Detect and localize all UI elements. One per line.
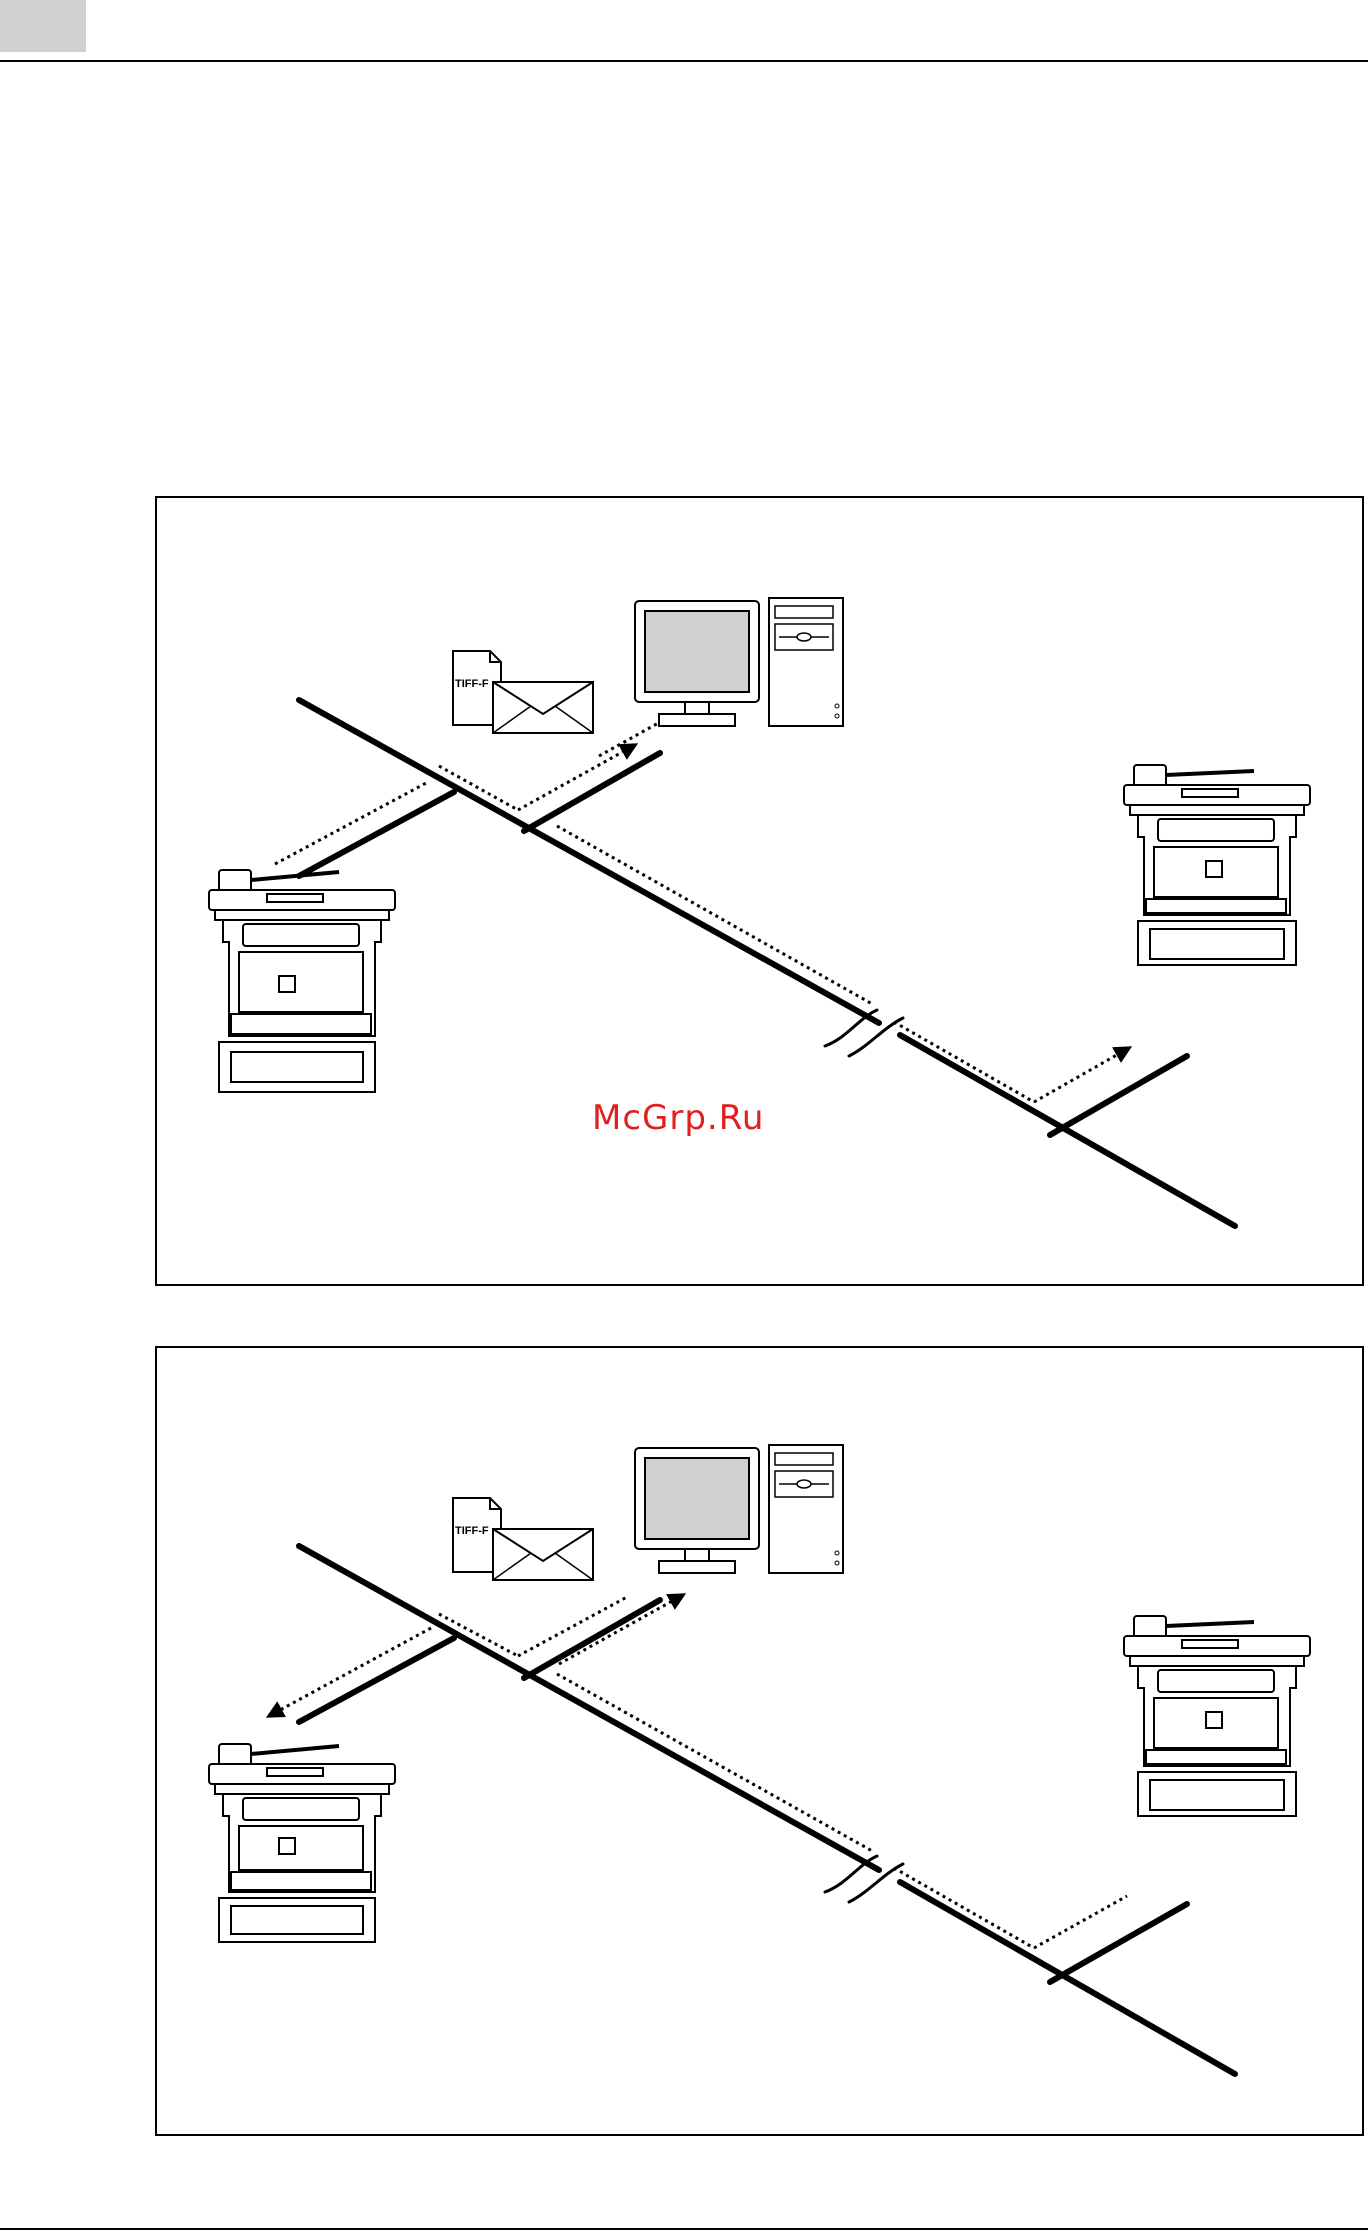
computer-icon	[635, 598, 843, 726]
header-rule	[0, 60, 1368, 62]
diagram-panel-receive: TIFF-F	[155, 1346, 1364, 2136]
envelope-icon	[493, 682, 593, 733]
mfp-printer-right	[1124, 765, 1310, 965]
network-backbone	[299, 700, 1235, 1226]
mfp-printer-right	[1124, 1616, 1310, 1816]
network-backbone	[299, 1546, 1235, 2074]
mfp-printer-left	[209, 870, 395, 1092]
envelope-icon	[493, 1529, 593, 1580]
mfp-printer-left	[209, 1744, 395, 1942]
watermark-text: McGrp.Ru	[592, 1098, 764, 1138]
page-corner-tab	[0, 0, 86, 52]
computer-icon	[635, 1445, 843, 1573]
data-path-dotted	[275, 716, 1129, 1102]
file-tag-label: TIFF-F	[455, 678, 489, 690]
diagram-panel-send: TIFF-F	[155, 496, 1364, 1286]
network-diagram-1: TIFF-F	[157, 498, 1362, 1284]
footer-rule	[0, 2228, 1368, 2230]
network-diagram-2: TIFF-F	[157, 1348, 1362, 2134]
file-tag-label: TIFF-F	[455, 1525, 489, 1537]
